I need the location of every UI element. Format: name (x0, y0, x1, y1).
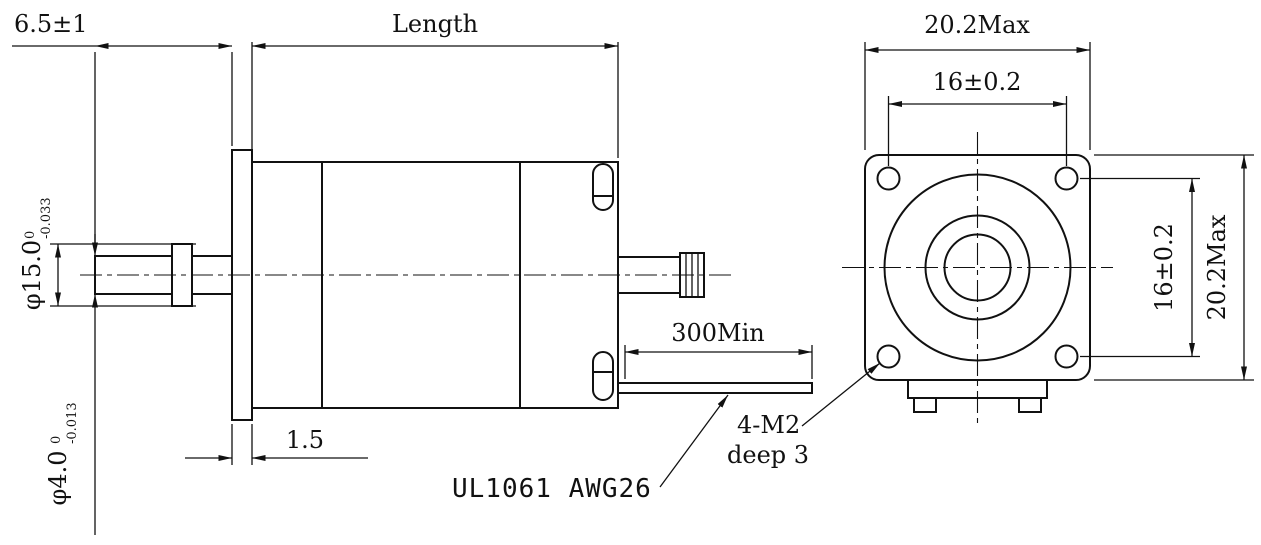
side-view: 6.5±1 Length φ15.0 0 -0.033 φ4.0 (12, 10, 813, 535)
dim-lead-wire-length-label: 300Min (671, 319, 765, 347)
motor-body (251, 161, 619, 409)
dim-flange-thickness: 1.5 (185, 424, 368, 465)
connector-foot-left (913, 397, 937, 413)
dim-flange-height-label: 20.2Max (1203, 214, 1231, 320)
dim-hole-spacing-vertical: 16±0.2 (1080, 177, 1200, 358)
dim-hole-spacing-horizontal-label: 16±0.2 (933, 68, 1022, 96)
tie-rod-screw-bottom (592, 351, 614, 401)
dim-flange-thickness-label: 1.5 (286, 426, 324, 454)
dim-shaft-diameter-label: φ4.0 0 -0.013 (44, 402, 80, 505)
mounting-hole-spec-line2: deep 3 (727, 441, 809, 469)
connector-foot-right (1018, 397, 1042, 413)
shaft-dia-tol-lower: -0.013 (65, 402, 80, 444)
mounting-hole-spec-line1: 4-M2 (737, 411, 800, 439)
dim-shaft-protrusion: 6.5±1 (12, 10, 233, 250)
dim-flange-width-label: 20.2Max (924, 11, 1030, 39)
mounting-hole-bottom-right (1054, 344, 1079, 369)
lead-wire (617, 382, 813, 394)
shaft-dia-value: φ4.0 (44, 451, 72, 506)
mounting-hole-callout: 4-M2 deep 3 (727, 362, 881, 469)
mounting-hole-top-right (1054, 166, 1079, 191)
lead-wire-callout: UL1061 AWG26 (452, 394, 729, 504)
boss-dia-tol-upper: 0 (23, 231, 38, 239)
dim-lead-wire-length: 300Min (624, 319, 813, 379)
mounting-hole-top-left (876, 166, 901, 191)
motor-front-outline (864, 154, 1091, 413)
mounting-flange (231, 149, 253, 421)
leader-line (801, 362, 881, 427)
shaft-dia-tol-upper: 0 (49, 436, 64, 444)
boss-dia-value: φ15.0 (18, 240, 46, 310)
dim-hole-spacing-horizontal: 16±0.2 (887, 68, 1068, 166)
leader-line (659, 394, 729, 488)
dim-flange-width: 20.2Max (864, 11, 1091, 150)
boss-dia-tol-lower: -0.033 (39, 197, 54, 239)
front-view: 20.2Max 16±0.2 16±0.2 20.2Max (727, 11, 1254, 469)
dim-body-length: Length (251, 10, 619, 158)
mounting-hole-bottom-left (876, 344, 901, 369)
tie-rod-screw-top (592, 163, 614, 211)
dim-shaft-protrusion-label: 6.5±1 (14, 10, 88, 38)
dim-boss-diameter: φ15.0 0 -0.033 (18, 197, 196, 310)
motor-side-outline (94, 149, 813, 421)
flange-height-value: 20.2Max (1203, 214, 1231, 320)
dim-flange-height: 20.2Max (1094, 154, 1254, 381)
dim-hole-spacing-vertical-label: 16±0.2 (1150, 223, 1178, 312)
dim-body-length-label: Length (392, 10, 478, 38)
lead-wire-label: UL1061 AWG26 (452, 474, 652, 504)
dim-shaft-diameter: φ4.0 0 -0.013 (44, 234, 98, 535)
dim-boss-diameter-label: φ15.0 0 -0.033 (18, 197, 54, 310)
hole-spacing-vertical-value: 16±0.2 (1150, 223, 1178, 312)
